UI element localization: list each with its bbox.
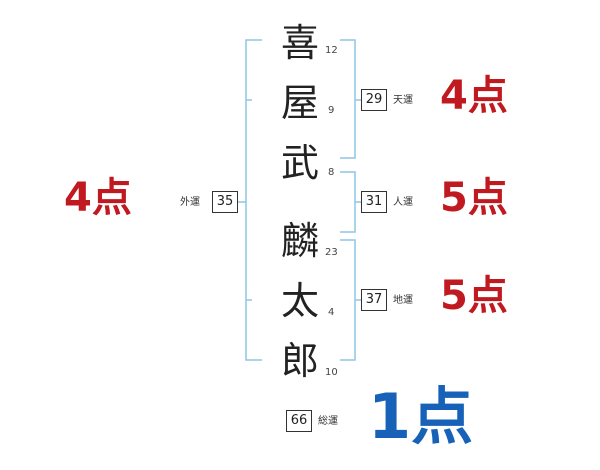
heaven-bracket [340, 39, 356, 159]
heaven-fortune-score: 4点 [440, 73, 508, 119]
stroke-count-6: 10 [325, 367, 338, 378]
total-fortune-score: 1点 [368, 380, 474, 453]
earth-fortune-value: 37 [361, 289, 387, 311]
stroke-count-3: 8 [328, 167, 335, 178]
stroke-count-1: 12 [325, 45, 338, 56]
name-char-1: 喜 [280, 21, 319, 65]
earth-fortune-score: 5点 [440, 273, 508, 319]
stroke-count-5: 4 [328, 307, 335, 318]
stroke-count-2: 9 [328, 105, 335, 116]
name-char-2: 屋 [280, 81, 319, 125]
earth-fortune-label: 地運 [393, 295, 413, 306]
person-bracket [340, 171, 356, 233]
name-char-5: 太 [280, 279, 319, 323]
outer-fortune-score: 4点 [64, 175, 132, 221]
heaven-fortune-label: 天運 [393, 95, 413, 106]
name-char-3: 武 [280, 141, 319, 185]
outer-fortune-value: 35 [212, 191, 238, 213]
stroke-count-4: 23 [325, 247, 338, 258]
person-fortune-score: 5点 [440, 175, 508, 221]
name-char-4: 麟 [280, 219, 319, 263]
person-fortune-label: 人運 [393, 197, 413, 208]
earth-bracket [340, 239, 356, 361]
person-fortune-value: 31 [361, 191, 387, 213]
total-fortune-value: 66 [286, 410, 312, 432]
outer-fortune-label: 外運 [180, 197, 200, 208]
name-char-6: 郎 [280, 339, 319, 383]
outer-bracket [245, 39, 262, 361]
heaven-fortune-value: 29 [361, 89, 387, 111]
total-fortune-label: 総運 [318, 416, 338, 427]
